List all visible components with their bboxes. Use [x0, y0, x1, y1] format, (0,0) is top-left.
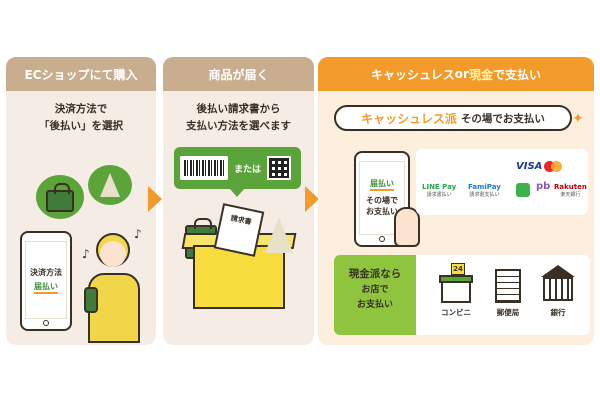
step-header-delivery: 商品が届く — [163, 57, 314, 91]
music-note-icon: ♪ — [134, 227, 142, 241]
step-desc-purchase: 決済方法で 「後払い」を選択 — [39, 103, 123, 132]
bag-icon — [46, 183, 74, 212]
music-note-icon: ♪ — [82, 247, 90, 261]
post-office: 郵便局 — [486, 265, 530, 318]
skirt-icon — [265, 217, 293, 253]
smartphone: 決済方法 届払い — [20, 231, 72, 331]
step-header-payment: キャッシュレス or 現金で支払い — [318, 57, 594, 91]
payment-slip-bubble: または — [174, 147, 301, 197]
linepay-logo: LINE Pay 請求書払い — [422, 183, 457, 198]
cash-methods-card: 現金派なら お店で お支払い 24 コンビニ 郵便局 銀行 — [334, 255, 590, 335]
famipay-logo: FamiPay 請求書支払い — [468, 183, 501, 198]
barcode-icon — [180, 156, 228, 180]
atobarai-logo: 届払い — [34, 282, 58, 294]
pointing-hand-icon — [394, 207, 420, 247]
paypay-icon — [516, 183, 530, 197]
paypay-bank-logo: pb — [536, 181, 551, 192]
box-icon — [193, 245, 285, 309]
bank: 銀行 — [536, 265, 580, 318]
step-desc-delivery: 後払い請求書から 支払い方法を選べます — [186, 103, 291, 132]
visa-logo: VISA — [516, 161, 543, 172]
woman-illustration — [82, 227, 146, 343]
step-header-purchase: ECショップにて購入 — [6, 57, 156, 91]
post-office-icon — [489, 265, 527, 303]
convenience-store-icon: 24 — [437, 263, 475, 303]
bank-icon — [539, 265, 577, 303]
step-panel-payment: キャッシュレス or 現金で支払い キャッシュレス派 その場でお支払い ✦ 届払… — [318, 57, 594, 345]
arrow-right-icon — [305, 186, 319, 212]
atobarai-logo: 届払い — [370, 179, 394, 191]
sparkle-icon: ✦ — [572, 111, 584, 127]
convenience-store: 24 コンビニ — [434, 263, 478, 318]
cashless-ribbon: キャッシュレス派 その場でお支払い — [334, 105, 572, 131]
cashless-methods-card: VISA LINE Pay 請求書払い FamiPay 請求書支払い pb Ra… — [416, 149, 588, 215]
step-panel-purchase: ECショップにて購入 決済方法で 「後払い」を選択 決済方法 届払い ♪ ♪ — [6, 57, 156, 345]
skirt-icon — [100, 173, 120, 197]
rakuten-bank-logo: Rakuten 楽天銀行 — [554, 183, 587, 198]
smartphone: 届払い その場で お支払い — [354, 151, 410, 247]
mastercard-icon — [544, 161, 562, 172]
cash-label: 現金派なら お店で お支払い — [334, 255, 416, 335]
qr-code-icon — [267, 156, 292, 180]
step-panel-delivery: 商品が届く 後払い請求書から 支払い方法を選べます または 請求書 — [163, 57, 314, 345]
arrow-right-icon — [148, 186, 162, 212]
